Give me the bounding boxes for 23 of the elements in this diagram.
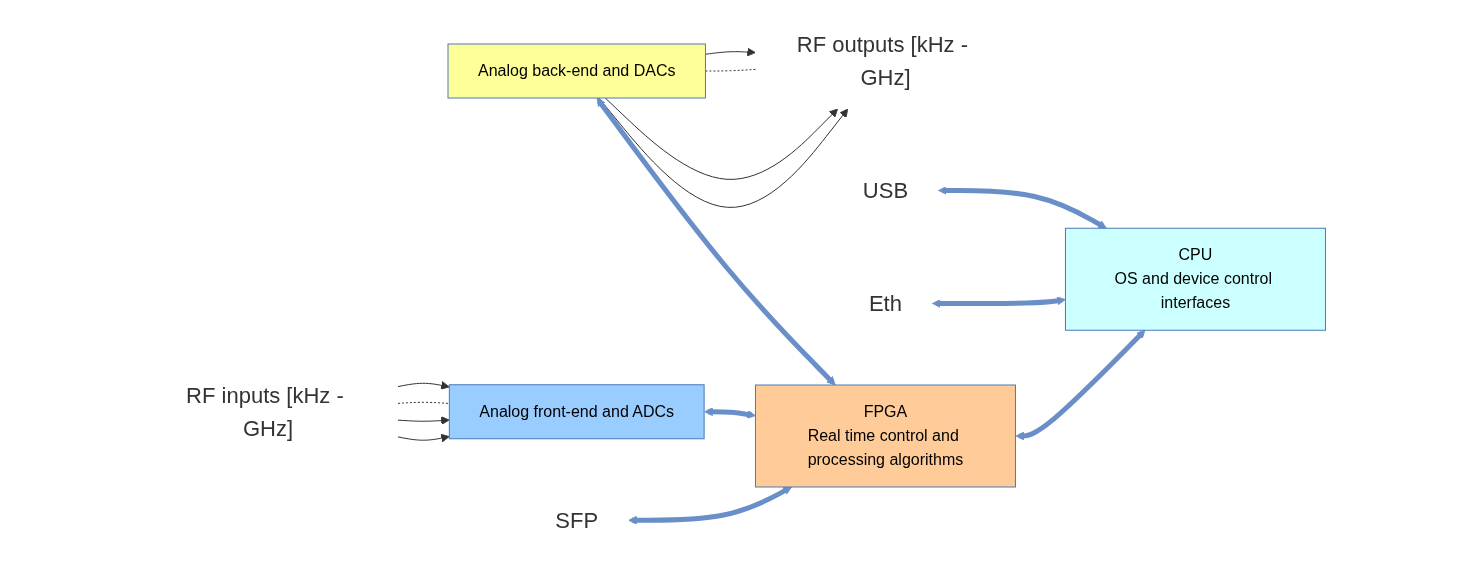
arrow: [1015, 329, 1146, 441]
node-text: SFP: [555, 507, 599, 533]
arrow: [628, 486, 793, 525]
node-box: FPGA Real time control and processing algorithms: [755, 384, 1017, 488]
arrow: [598, 97, 849, 208]
arrow: [704, 407, 757, 419]
arrow: [705, 47, 757, 57]
node-text: Eth: [869, 291, 903, 317]
connector: [397, 401, 451, 405]
arrow: [397, 381, 450, 390]
node-text: RF inputs [kHz - GHz]: [186, 382, 345, 441]
arrow: [596, 98, 836, 386]
arrow: [938, 186, 1108, 229]
arrow: [605, 97, 839, 180]
node-box: Analog front-end and ADCs: [449, 384, 705, 440]
arrow: [397, 416, 450, 426]
node-box: CPU OS and device control interfaces: [1065, 227, 1327, 331]
arrow: [932, 296, 1067, 308]
node-box: Analog back-end and DACs: [447, 43, 707, 99]
node-text: RF outputs [kHz - GHz]: [797, 32, 969, 91]
arrow: [397, 433, 450, 443]
connector: [705, 69, 757, 72]
node-text: USB: [863, 178, 909, 204]
